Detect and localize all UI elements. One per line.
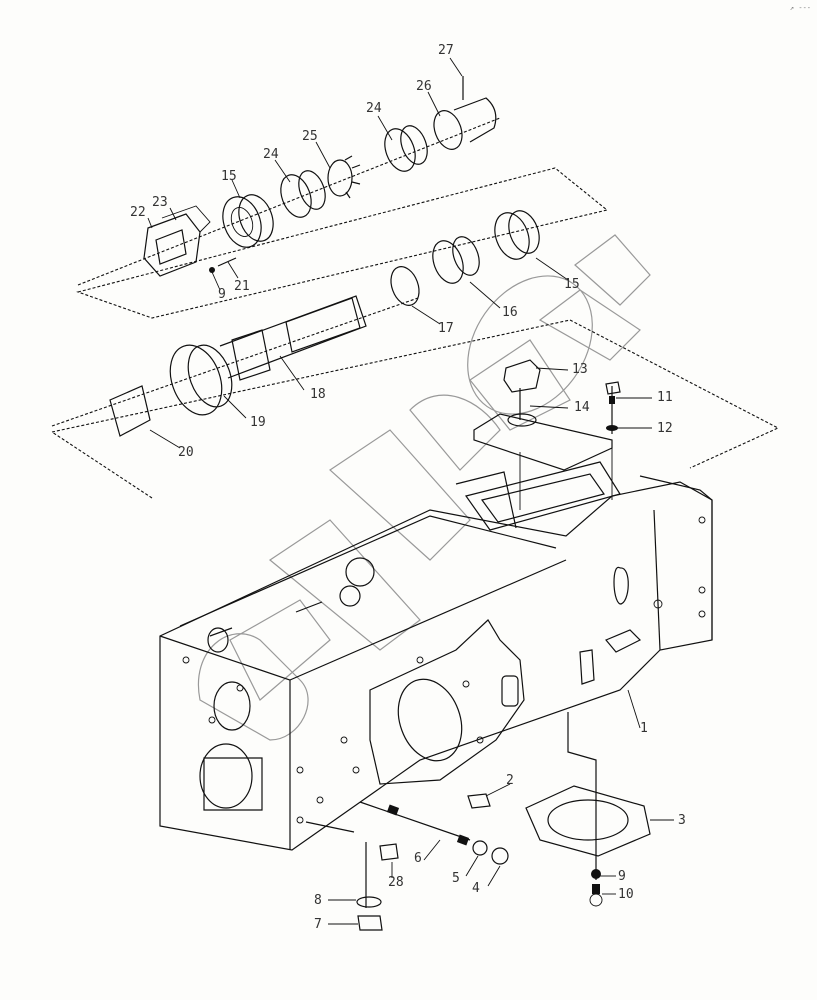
tab-washer bbox=[327, 155, 361, 199]
upper-assembly-outline bbox=[76, 167, 609, 319]
bolt-part bbox=[217, 257, 237, 267]
snap-ring bbox=[390, 266, 420, 306]
callout-24: 24 bbox=[366, 101, 382, 116]
callout-11: 11 bbox=[657, 390, 673, 405]
callout-16: 16 bbox=[502, 305, 518, 320]
callout-28: 28 bbox=[388, 875, 404, 890]
washer-part bbox=[209, 267, 215, 273]
callout-18: 18 bbox=[310, 387, 326, 402]
bearing-upper bbox=[222, 194, 274, 248]
callout-15: 15 bbox=[221, 169, 237, 184]
corner-mark: ↗ --- bbox=[789, 4, 811, 12]
callout-27: 27 bbox=[438, 43, 454, 58]
callout-10: 10 bbox=[618, 887, 634, 902]
flange-housing bbox=[143, 205, 211, 277]
callout-19: 19 bbox=[250, 415, 266, 430]
spur-gear bbox=[432, 236, 480, 284]
callout-6: 6 bbox=[414, 851, 422, 866]
bottom-gasket bbox=[525, 712, 651, 907]
callout-22: 22 bbox=[130, 205, 146, 220]
needle-bearing-a bbox=[280, 170, 326, 218]
callout-13: 13 bbox=[572, 362, 588, 377]
callout-5: 5 bbox=[452, 871, 460, 886]
callout-24-second: 24 bbox=[263, 147, 279, 162]
callout-23: 23 bbox=[152, 195, 168, 210]
callout-9-lower: 9 bbox=[618, 869, 626, 884]
callout-20: 20 bbox=[178, 445, 194, 460]
callout-15-middle: 15 bbox=[564, 277, 580, 292]
callout-3: 3 bbox=[678, 813, 686, 828]
sleeve bbox=[433, 76, 497, 150]
callout-7: 7 bbox=[314, 917, 322, 932]
top-cover bbox=[473, 359, 621, 510]
callout-2: 2 bbox=[506, 773, 514, 788]
drive-shaft bbox=[109, 295, 367, 437]
callout-12: 12 bbox=[657, 421, 673, 436]
transmission-housing bbox=[159, 461, 713, 851]
callout-14: 14 bbox=[574, 400, 590, 415]
callout-25: 25 bbox=[302, 129, 318, 144]
callout-21: 21 bbox=[234, 279, 250, 294]
callout-9: 9 bbox=[218, 287, 226, 302]
callout-1: 1 bbox=[640, 721, 648, 736]
callout-8: 8 bbox=[314, 893, 322, 908]
bearing-middle bbox=[494, 210, 540, 260]
middle-assembly-outline bbox=[51, 319, 780, 499]
watermark bbox=[197, 234, 651, 741]
callout-17: 17 bbox=[438, 321, 454, 336]
needle-bearing-b bbox=[384, 125, 428, 172]
lower-hardware bbox=[305, 793, 509, 931]
callout-26: 26 bbox=[416, 79, 432, 94]
callout-leaders bbox=[147, 57, 674, 925]
callout-4: 4 bbox=[472, 881, 480, 896]
